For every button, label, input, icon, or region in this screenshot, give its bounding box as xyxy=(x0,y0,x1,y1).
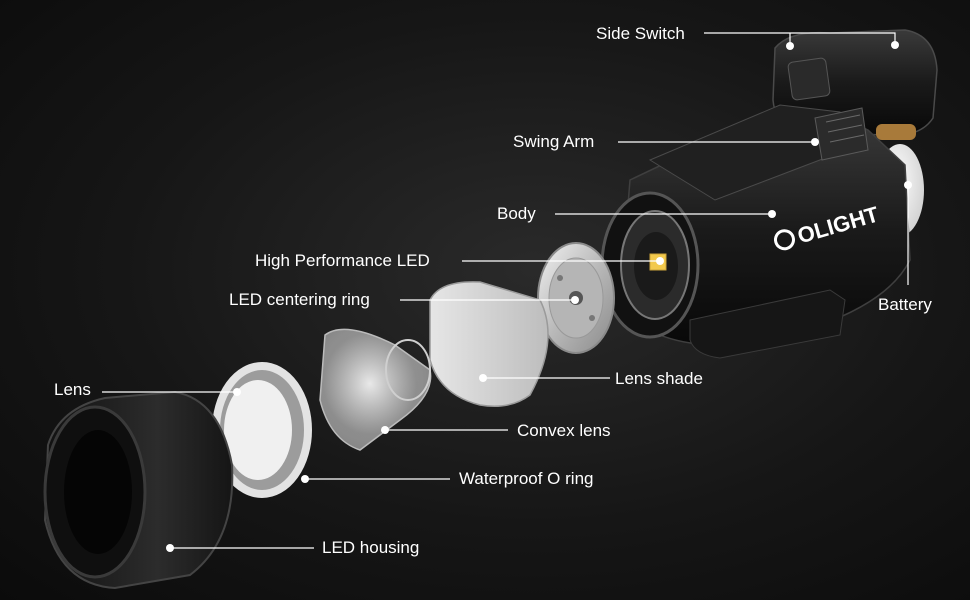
label-led-centering-ring: LED centering ring xyxy=(229,290,370,309)
leader-dots xyxy=(166,41,912,552)
label-high-performance-led: High Performance LED xyxy=(255,251,430,270)
leader-lines xyxy=(102,32,909,549)
label-waterproof-o-ring: Waterproof O ring xyxy=(459,469,594,488)
convex-lens-part xyxy=(319,328,432,451)
body-part xyxy=(600,104,911,359)
lens-shade-part xyxy=(429,281,549,407)
label-body: Body xyxy=(497,204,536,223)
label-side-switch: Side Switch xyxy=(596,24,685,43)
label-battery: Battery xyxy=(878,295,932,314)
led-housing-part xyxy=(43,390,234,590)
label-led-housing: LED housing xyxy=(322,538,420,557)
label-swing-arm: Swing Arm xyxy=(513,132,595,151)
label-convex-lens: Convex lens xyxy=(517,421,611,440)
label-lens-shade: Lens shade xyxy=(615,369,703,388)
label-lens: Lens xyxy=(54,380,91,399)
